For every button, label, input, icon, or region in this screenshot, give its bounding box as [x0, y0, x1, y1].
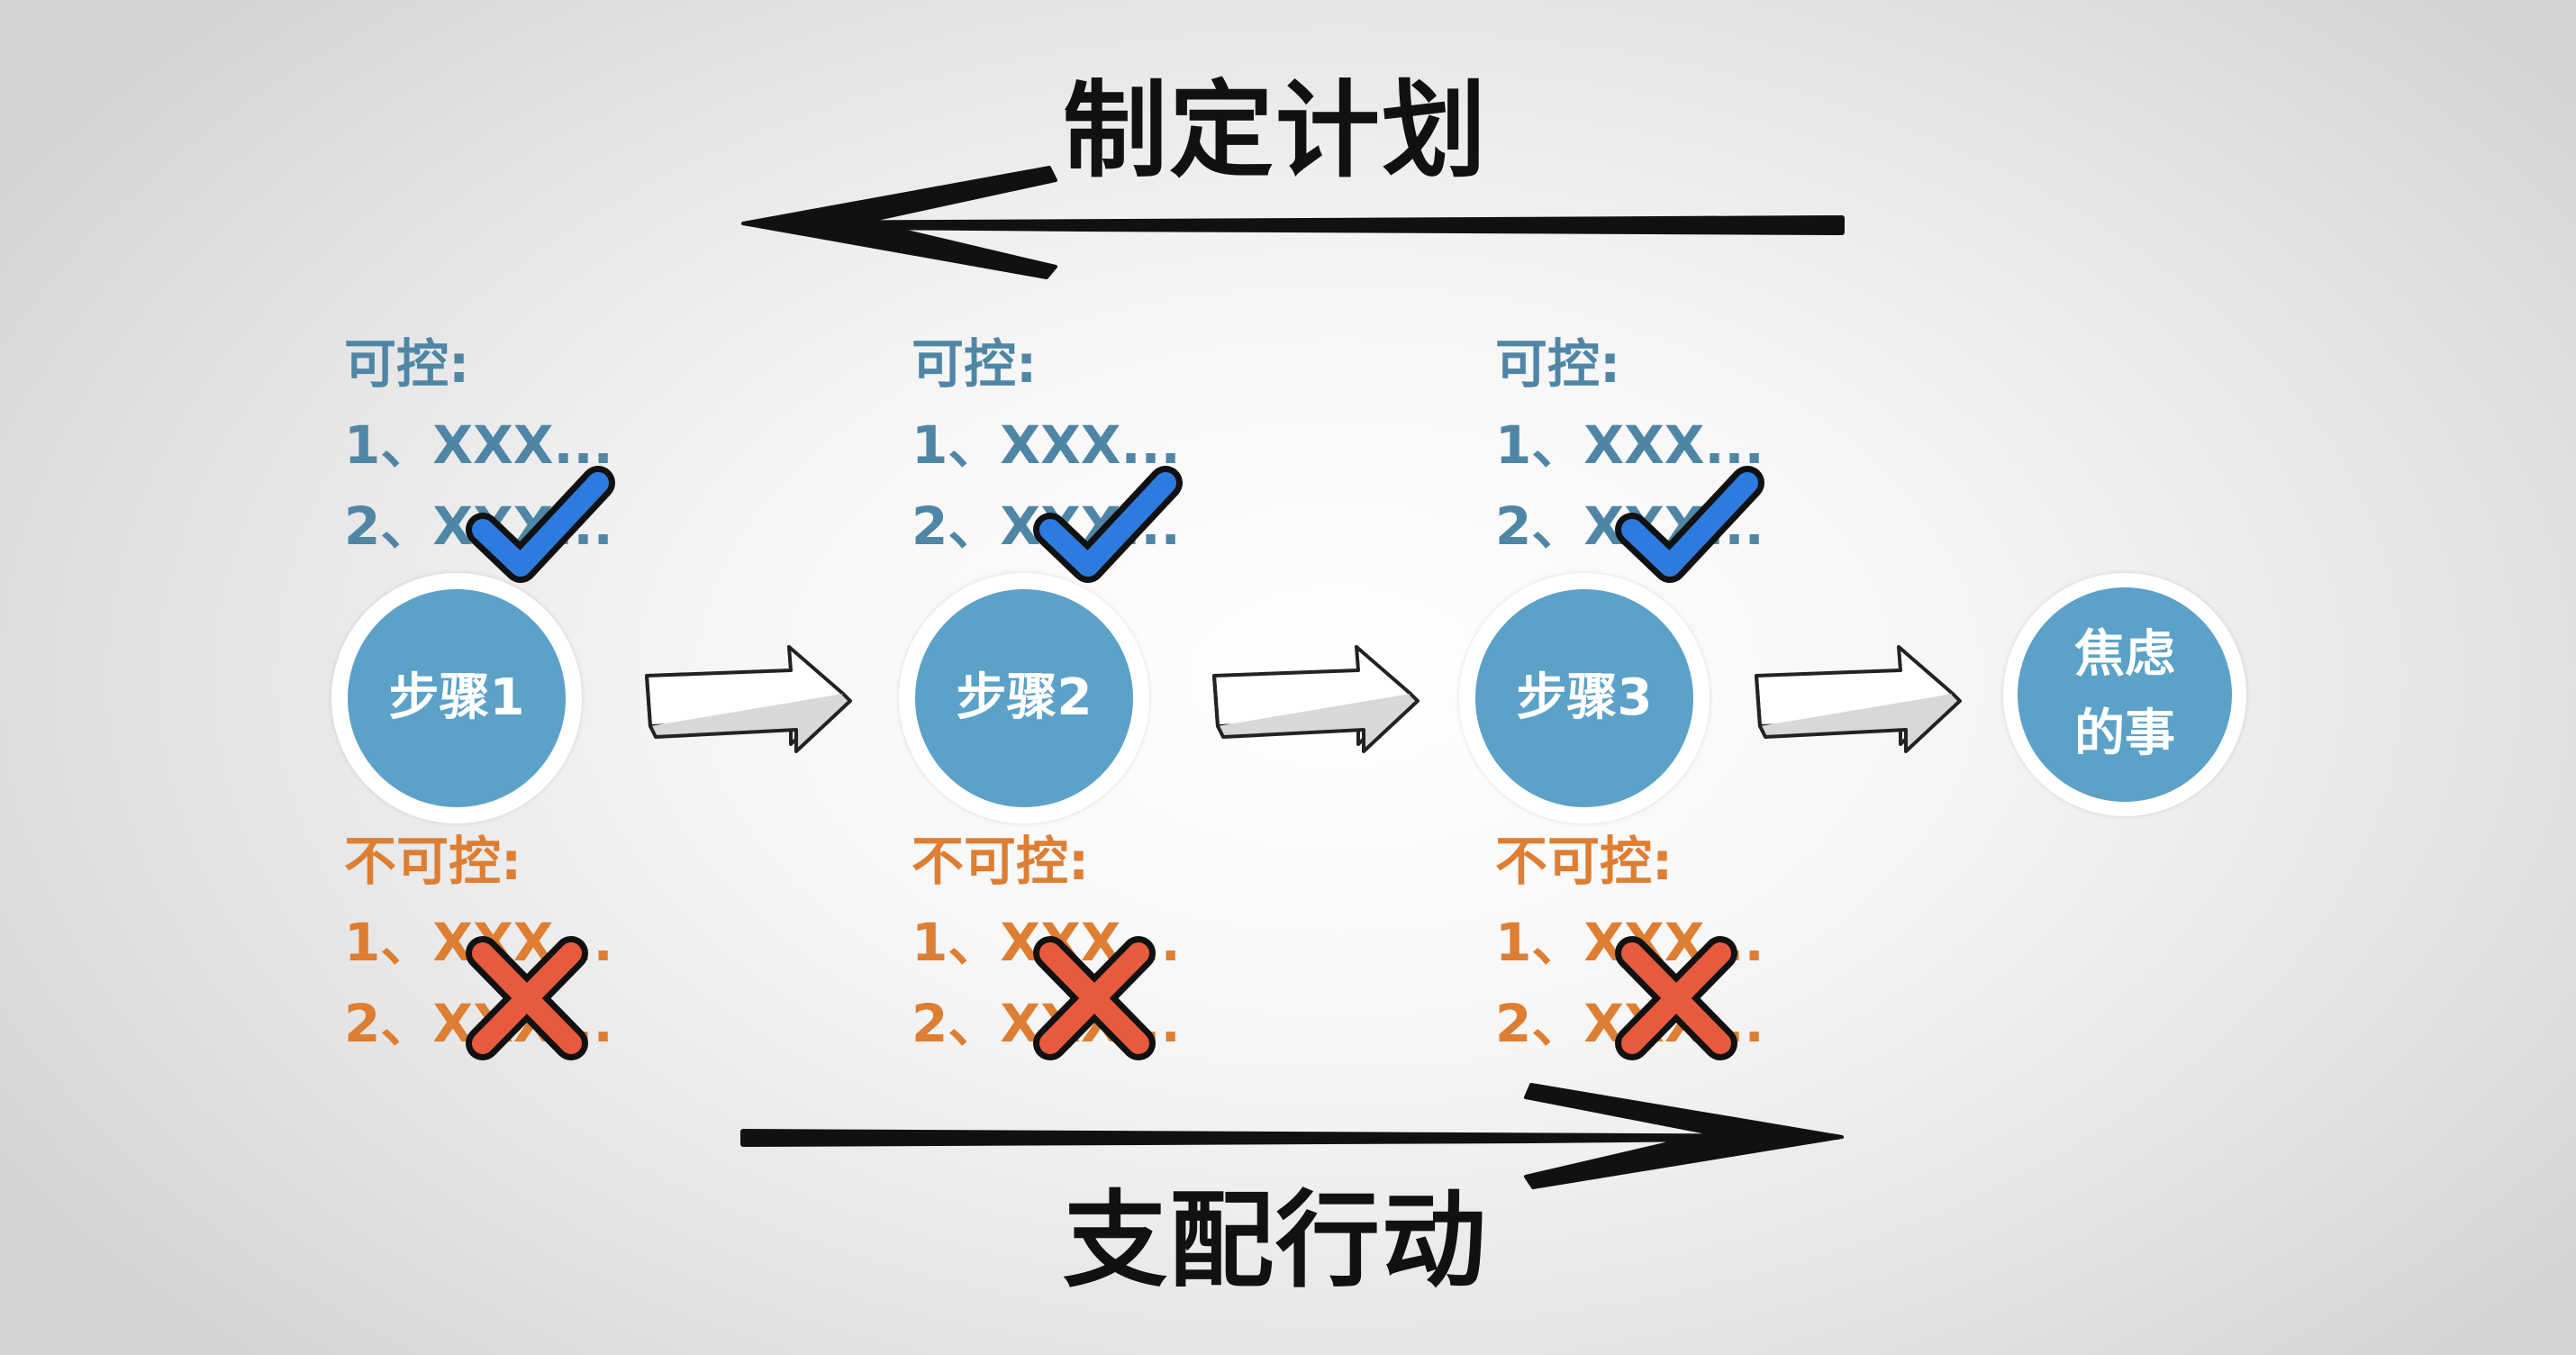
controllable-item: 1、XXX...: [1495, 414, 1764, 476]
cross-icon: [1050, 953, 1138, 1043]
check-icon: [1050, 483, 1166, 566]
uncontrollable-heading: 不可控:: [912, 831, 1090, 892]
cross-icon: [1632, 953, 1720, 1043]
block-arrow-icon: [645, 645, 852, 753]
action-direction-arrow: [740, 1083, 1844, 1189]
controllable-item: 1、XXX...: [344, 414, 613, 476]
block-arrow-icon: [1755, 645, 1962, 753]
uncontrollable-heading: 不可控:: [1495, 831, 1673, 892]
controllable-heading: 可控:: [912, 333, 1038, 395]
step-node: 步骤1: [331, 573, 582, 823]
controllable-heading: 可控:: [344, 333, 470, 395]
uncontrollable-heading: 不可控:: [344, 831, 522, 892]
block-arrow-icon: [1212, 645, 1420, 753]
action-title: 支配行动: [1063, 1180, 1488, 1302]
plan-direction-arrow: [741, 166, 1845, 279]
controllable-heading: 可控:: [1495, 333, 1621, 395]
cross-icon: [483, 953, 571, 1043]
check-icon: [1632, 483, 1747, 566]
check-icon: [483, 483, 598, 566]
plan-title: 制定计划: [1063, 70, 1488, 192]
controllable-item: 1、XXX...: [912, 414, 1181, 476]
